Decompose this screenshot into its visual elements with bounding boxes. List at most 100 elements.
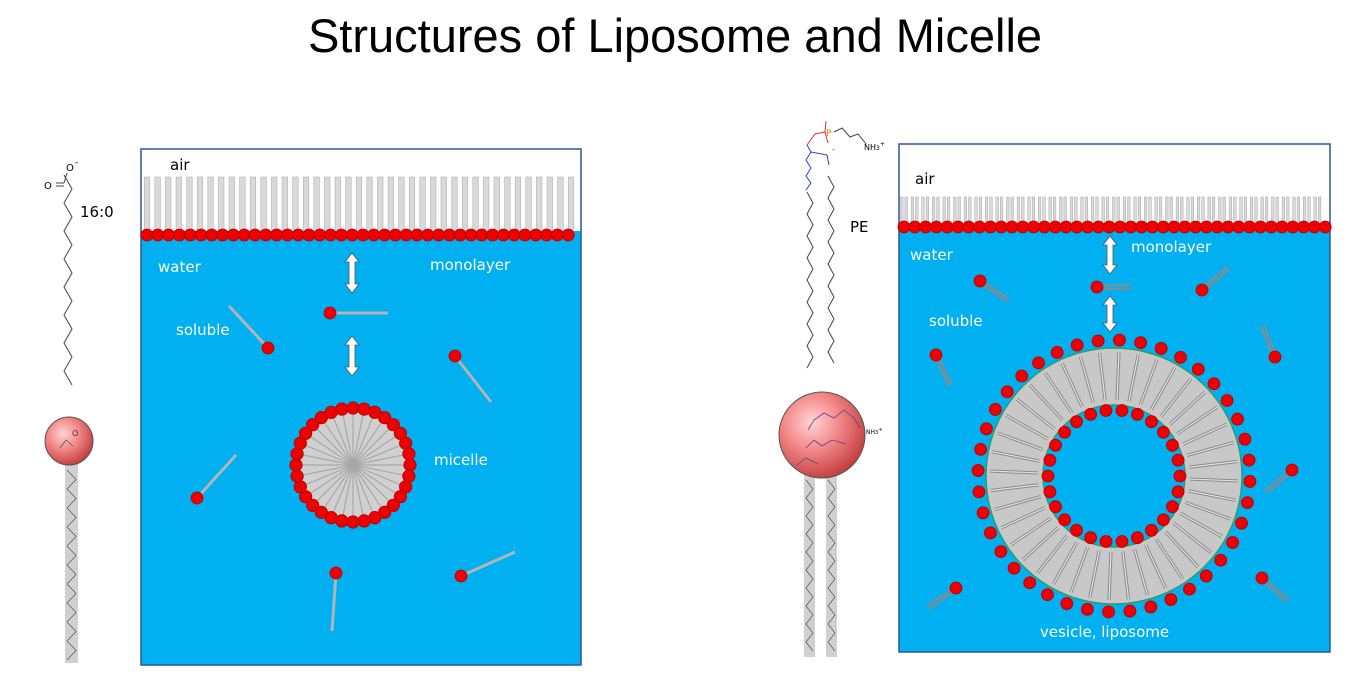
lipid-tail bbox=[239, 176, 246, 236]
micelle-tail bbox=[352, 464, 384, 511]
lipid-tail bbox=[525, 176, 532, 236]
carboxyl-o-left: O bbox=[44, 181, 52, 192]
lipid-head bbox=[1174, 350, 1187, 364]
lipid-head bbox=[974, 442, 988, 456]
lipid-head bbox=[402, 447, 416, 461]
lipid-tail bbox=[324, 176, 331, 236]
bilayer-tail-gap bbox=[1022, 527, 1059, 561]
soluble-phospholipid bbox=[1255, 571, 1290, 603]
soluble-phospholipid bbox=[1195, 266, 1230, 297]
micelle-tail bbox=[314, 464, 354, 504]
lipid-head bbox=[1243, 220, 1256, 234]
lipid-head bbox=[356, 228, 370, 242]
lipid-head bbox=[378, 411, 392, 425]
lipid-head bbox=[1191, 362, 1205, 376]
lipid-head bbox=[1200, 220, 1213, 234]
lipid-head bbox=[393, 490, 407, 504]
lipid-head bbox=[1099, 404, 1113, 417]
bilayer-tail-gap bbox=[1070, 547, 1089, 593]
lipid-tail bbox=[483, 176, 490, 236]
lipid-head bbox=[1007, 561, 1021, 575]
lipid-head bbox=[399, 228, 413, 242]
soluble-tail bbox=[1264, 582, 1287, 603]
lipid-tail bbox=[281, 176, 288, 236]
soluble-tail bbox=[1266, 474, 1290, 494]
lipid-head bbox=[1243, 475, 1257, 488]
lipid-head bbox=[1080, 602, 1094, 616]
equilibrium-arrow-top bbox=[1102, 235, 1118, 275]
bilayer-tail-gap bbox=[1133, 548, 1149, 596]
lipid-head bbox=[346, 515, 360, 529]
lipid-head bbox=[897, 220, 911, 234]
lipid-head bbox=[1166, 500, 1179, 514]
lipid-tail bbox=[398, 176, 405, 236]
lipid-tail bbox=[302, 176, 310, 236]
micelle-tail bbox=[314, 426, 354, 466]
lipid-head bbox=[507, 228, 521, 242]
lipid-head bbox=[1005, 220, 1019, 234]
lipid-head bbox=[1171, 485, 1185, 499]
monolayer-heads bbox=[140, 228, 575, 242]
lipid-tail bbox=[345, 176, 352, 236]
lipid-head bbox=[1099, 535, 1113, 548]
lipid-head bbox=[1131, 531, 1144, 545]
lipid-head bbox=[237, 228, 251, 242]
lipid-head bbox=[453, 228, 467, 242]
lipid-head bbox=[973, 274, 987, 288]
lipid-head bbox=[357, 514, 371, 528]
lipid-head bbox=[518, 228, 532, 242]
lipid-tail bbox=[557, 176, 564, 236]
monolayer-label: monolayer bbox=[1131, 238, 1212, 256]
lipid-head bbox=[1123, 604, 1137, 618]
soluble-fatty-acid bbox=[190, 453, 238, 505]
lipid-head bbox=[194, 228, 208, 242]
lipid-head bbox=[1070, 220, 1084, 234]
soluble-fatty-acid bbox=[329, 566, 343, 632]
soluble-tail bbox=[1266, 580, 1290, 601]
air-label: air bbox=[915, 170, 935, 188]
bilayer-tail-gap bbox=[1173, 522, 1212, 554]
lipid-head bbox=[313, 228, 327, 242]
bilayer-tail-gap bbox=[1098, 352, 1106, 401]
lipid-head bbox=[1084, 407, 1097, 421]
lipid-head bbox=[1254, 220, 1267, 234]
bilayer-tail-gap bbox=[1005, 414, 1049, 440]
lipid-tail bbox=[377, 176, 384, 236]
lipid-head bbox=[1134, 336, 1148, 350]
lipid-head bbox=[1038, 220, 1051, 234]
molecule-label-16-0: 16:0 bbox=[80, 203, 114, 221]
lipid-head bbox=[410, 228, 424, 242]
lipid-head bbox=[1058, 425, 1071, 439]
lipid-head bbox=[162, 228, 176, 242]
bilayer-tail-gap bbox=[1016, 398, 1055, 430]
lipid-head bbox=[299, 426, 313, 440]
lipid-head bbox=[1041, 588, 1054, 602]
lipid-head bbox=[1232, 220, 1246, 234]
micelle-tails bbox=[299, 411, 407, 519]
lipid-head bbox=[1084, 531, 1097, 545]
phospholipid-tail-chain-1 bbox=[805, 479, 814, 652]
lipid-head bbox=[1049, 438, 1062, 452]
bilayer-tail-gap bbox=[1179, 512, 1223, 538]
phospholipid-tail-chain-2 bbox=[827, 479, 836, 652]
ball-amine-label: NH3+ bbox=[866, 427, 882, 436]
lipid-head bbox=[1240, 496, 1254, 510]
lipid-head bbox=[442, 228, 456, 242]
vesicle-label: vesicle, liposome bbox=[1040, 623, 1169, 641]
lipid-tail bbox=[196, 176, 204, 236]
lipid-tail bbox=[461, 176, 469, 236]
lipid-tail bbox=[451, 176, 458, 236]
lipid-head bbox=[388, 228, 402, 242]
micelle-tail bbox=[352, 453, 407, 466]
lipid-head bbox=[1157, 513, 1170, 527]
lipid-head bbox=[324, 228, 338, 242]
micelle-tail bbox=[352, 411, 365, 466]
lipid-head bbox=[561, 228, 575, 242]
lipid-head bbox=[1144, 600, 1158, 614]
lipid-tail bbox=[366, 176, 373, 236]
bilayer-tail-gap bbox=[997, 432, 1043, 451]
soluble-phospholipid bbox=[1264, 463, 1299, 494]
lipid-head bbox=[496, 228, 510, 242]
lipid-head bbox=[1154, 342, 1168, 355]
soluble-tail bbox=[928, 592, 953, 610]
